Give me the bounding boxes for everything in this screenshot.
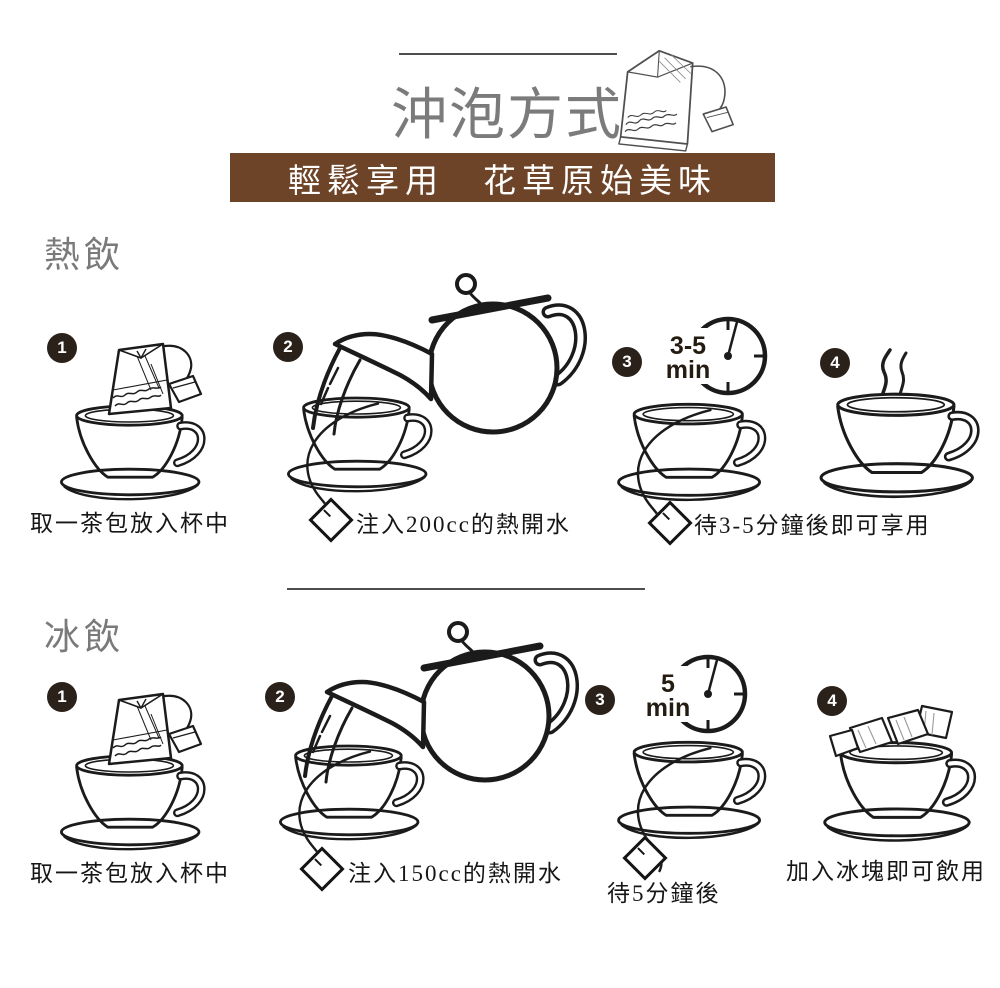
page-title: 沖泡方式 xyxy=(391,85,623,147)
section-title-hot: 熱飲 xyxy=(44,235,125,275)
step-number-ice-1: 1 xyxy=(47,682,77,712)
caption-ice-3: 待5分鐘後 xyxy=(607,881,721,906)
clock-minutes-hot: 3-5 xyxy=(670,332,706,360)
step-number-hot-3: 3 xyxy=(612,347,642,377)
caption-hot-1: 取一茶包放入杯中 xyxy=(30,511,230,536)
step-number-hot-4: 4 xyxy=(820,348,850,378)
teapot-pouring-illustration xyxy=(272,618,617,870)
iced-tea-cup-illustration xyxy=(806,704,991,840)
teabag-illustration xyxy=(617,49,735,152)
teapot-pouring-illustration xyxy=(280,270,625,522)
title-top-rule xyxy=(399,53,617,55)
caption-ice-2: 注入150cc的熱開水 xyxy=(348,861,563,886)
caption-hot-3: 待3-5分鐘後即可享用 xyxy=(694,513,931,538)
step-number-ice-2: 2 xyxy=(265,682,295,712)
clock-min-unit-hot: min xyxy=(666,356,710,384)
step-number-hot-1: 1 xyxy=(47,333,77,363)
cup-with-teabag-illustration xyxy=(45,692,250,844)
clock-minutes-ice: 5 xyxy=(661,670,675,698)
caption-hot-2: 注入200cc的熱開水 xyxy=(356,512,571,537)
banner-text: 輕鬆享用 花草原始美味 xyxy=(288,163,717,200)
caption-ice-1: 取一茶包放入杯中 xyxy=(30,861,230,886)
clock-min-unit-ice: min xyxy=(646,694,690,722)
step-number-ice-4: 4 xyxy=(817,686,847,716)
caption-ice-4: 加入冰塊即可飲用 xyxy=(786,859,986,884)
banner: 輕鬆享用 花草原始美味 xyxy=(230,153,775,202)
clock-icon-ice: 5 min xyxy=(632,646,757,742)
clock-icon-hot: 3-5 min xyxy=(652,308,777,404)
section-divider xyxy=(287,588,645,590)
step-number-ice-3: 3 xyxy=(585,685,615,715)
hot-tea-cup-illustration xyxy=(812,382,982,507)
step-number-hot-2: 2 xyxy=(273,332,303,362)
cup-with-teabag-illustration xyxy=(45,342,250,494)
section-title-ice: 冰飲 xyxy=(44,617,125,657)
